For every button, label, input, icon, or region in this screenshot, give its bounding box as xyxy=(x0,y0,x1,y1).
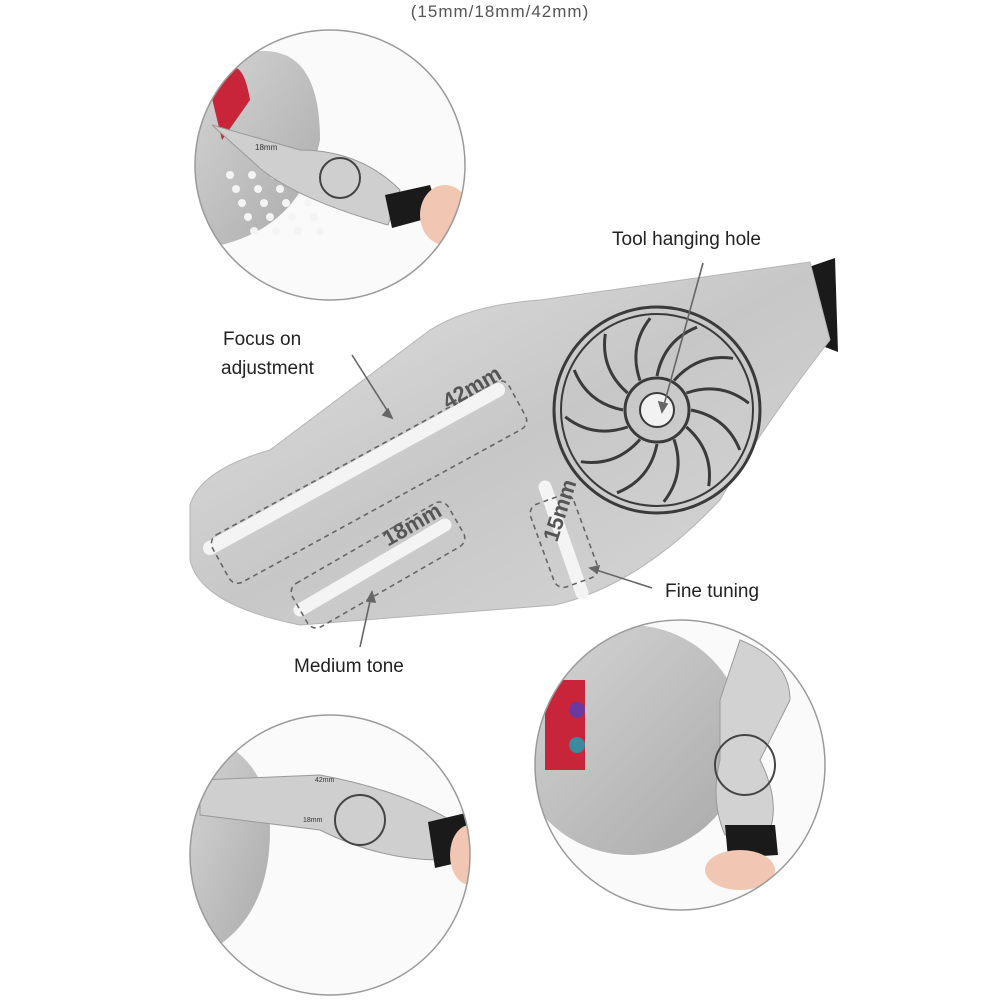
callout-medium-tone: Medium tone xyxy=(294,656,404,677)
usage-photo-bottom-right xyxy=(534,619,826,911)
rotor-hole xyxy=(250,227,258,235)
rotor-hole xyxy=(272,227,280,235)
usage-photo-bottom-left: 42mm 18mm xyxy=(189,714,471,996)
rotor-hole xyxy=(310,213,318,221)
rotor-hole xyxy=(238,199,246,207)
rotor-spoke xyxy=(662,438,680,503)
rotor-spoke xyxy=(603,333,629,395)
slot-18mm xyxy=(293,518,452,617)
tool-body xyxy=(189,261,831,626)
size-subtitle: (15mm/18mm/42mm) xyxy=(410,2,590,21)
callout-fine-tuning: Fine tuning xyxy=(665,581,760,602)
rotor-emblem-hanging-hole xyxy=(552,305,762,515)
rotor-spoke xyxy=(690,408,742,451)
rotor-hole xyxy=(232,185,240,193)
rotor-spoke xyxy=(580,438,642,464)
disc-brake-tool: 42mm 18mm 15mm xyxy=(189,258,838,629)
rotor-hole xyxy=(288,213,296,221)
rotor-hole xyxy=(248,171,256,179)
callout-focus-line2: adjustment xyxy=(221,358,314,379)
rotor-spoke xyxy=(616,443,659,495)
photo-top-left-slot-label: 18mm xyxy=(255,143,278,152)
callout-tool-hanging-hole: Tool hanging hole xyxy=(612,229,761,250)
rotor-spoke xyxy=(572,369,624,412)
rotor-hole xyxy=(226,171,234,179)
rotor-hole xyxy=(244,213,252,221)
callout-leaders xyxy=(351,262,704,648)
usage-photo-top-left: 18mm xyxy=(194,29,466,301)
photo-bottom-left-slot-label-b: 18mm xyxy=(303,817,323,824)
rotor-hole xyxy=(254,185,262,193)
slot-18mm-outline xyxy=(290,501,466,629)
rotor-hole xyxy=(304,199,312,207)
rotor-hole xyxy=(260,199,268,207)
rotor-spoke xyxy=(564,415,629,433)
rotor-spoke xyxy=(685,387,750,405)
slot-15mm xyxy=(538,480,589,600)
rotor-hole xyxy=(294,227,302,235)
rotor-hole xyxy=(316,227,324,235)
slot-42mm-outline xyxy=(210,379,528,585)
rotor-hole xyxy=(282,199,290,207)
rotor-hole xyxy=(276,185,284,193)
rotor-spoke xyxy=(685,425,711,487)
rotor-spoke xyxy=(672,356,734,382)
rotor-spoke xyxy=(634,317,652,382)
callout-focus-line1: Focus on xyxy=(223,329,302,350)
slot-42mm xyxy=(203,383,505,555)
rotor-hole xyxy=(266,213,274,221)
photo-bottom-left-slot-label-a: 42mm xyxy=(315,777,335,784)
rotor-spoke xyxy=(655,325,698,377)
